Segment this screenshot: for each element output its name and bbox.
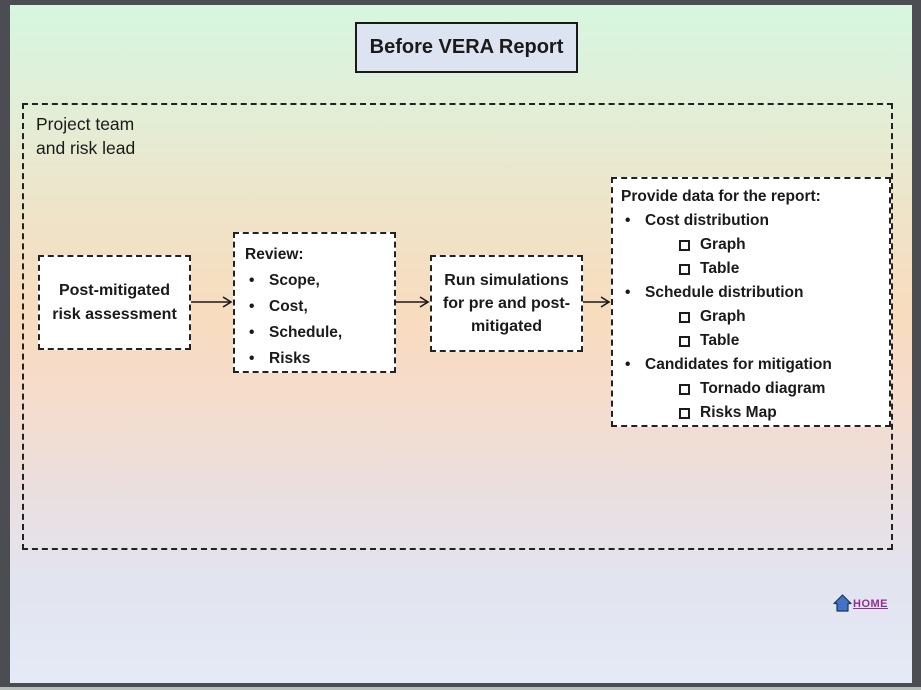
slide-canvas: Before VERA Report Project team and risk… (10, 5, 912, 683)
provide-subitem: Table (700, 260, 740, 277)
swimlane-project-team: Project team and risk lead (22, 103, 893, 550)
checkbox-icon (679, 407, 690, 419)
swimlane-label: Project team and risk lead (36, 113, 135, 160)
checkbox-icon (679, 335, 690, 347)
list-subitem: Risks Map (621, 401, 883, 425)
list-subitem: Table (621, 257, 883, 281)
bullet-icon (621, 209, 645, 233)
slide-title: Before VERA Report (369, 36, 564, 58)
flow-box-run-simulations-text: Run simulations for pre and post-mitigat… (442, 271, 571, 336)
provide-group-label: Cost distribution (645, 212, 769, 229)
bullet-icon (621, 353, 645, 377)
window-bottom-edge (0, 687, 921, 690)
list-item: Schedule distribution (621, 281, 883, 305)
home-link[interactable]: Home (833, 594, 888, 612)
flow-box-post-mitigated-text: Post-mitigated risk assessment (52, 282, 177, 323)
list-subitem: Graph (621, 233, 883, 257)
provide-subitem: Table (700, 332, 740, 349)
checkbox-icon (679, 239, 690, 251)
bullet-icon (245, 320, 269, 346)
provide-group-label: Schedule distribution (645, 284, 804, 301)
bullet-icon (245, 268, 269, 294)
checkbox-icon (679, 263, 690, 275)
flow-box-review: Review: Scope, Cost, Schedule, Risks (233, 232, 396, 373)
provide-subitem: Graph (700, 236, 746, 253)
list-subitem: Table (621, 329, 883, 353)
review-item: Scope, (269, 272, 320, 289)
list-item: Schedule, (245, 320, 388, 346)
list-item: Candidates for mitigation (621, 353, 883, 377)
review-item: Risks (269, 350, 311, 367)
flow-box-provide-data: Provide data for the report: Cost distri… (611, 177, 891, 427)
review-item: Schedule, (269, 324, 343, 341)
bullet-icon (621, 281, 645, 305)
list-item: Scope, (245, 268, 388, 294)
list-item: Cost distribution (621, 209, 883, 233)
slide-title-box: Before VERA Report (355, 22, 578, 73)
provide-subitem: Tornado diagram (700, 380, 826, 397)
home-icon (833, 594, 852, 612)
flow-box-post-mitigated: Post-mitigated risk assessment (38, 255, 191, 350)
provide-subitem: Graph (700, 308, 746, 325)
list-subitem: Graph (621, 305, 883, 329)
bullet-icon (245, 294, 269, 320)
provide-data-heading: Provide data for the report: (621, 188, 821, 205)
list-subitem: Tornado diagram (621, 377, 883, 401)
flow-box-run-simulations: Run simulations for pre and post-mitigat… (430, 255, 583, 352)
swimlane-label-line1: Project team (36, 114, 135, 134)
provide-group-label: Candidates for mitigation (645, 356, 832, 373)
checkbox-icon (679, 383, 690, 395)
list-item: Risks (245, 346, 388, 372)
bullet-icon (245, 346, 269, 372)
checkbox-icon (679, 311, 690, 323)
home-link-label: Home (853, 594, 888, 611)
arrow-right-icon (191, 296, 233, 308)
review-item: Cost, (269, 298, 308, 315)
provide-subitem: Risks Map (700, 404, 777, 421)
arrow-right-icon (396, 296, 430, 308)
swimlane-label-line2: and risk lead (36, 137, 136, 158)
arrow-right-icon (583, 296, 611, 308)
list-item: Cost, (245, 294, 388, 320)
review-heading: Review: (245, 246, 304, 263)
